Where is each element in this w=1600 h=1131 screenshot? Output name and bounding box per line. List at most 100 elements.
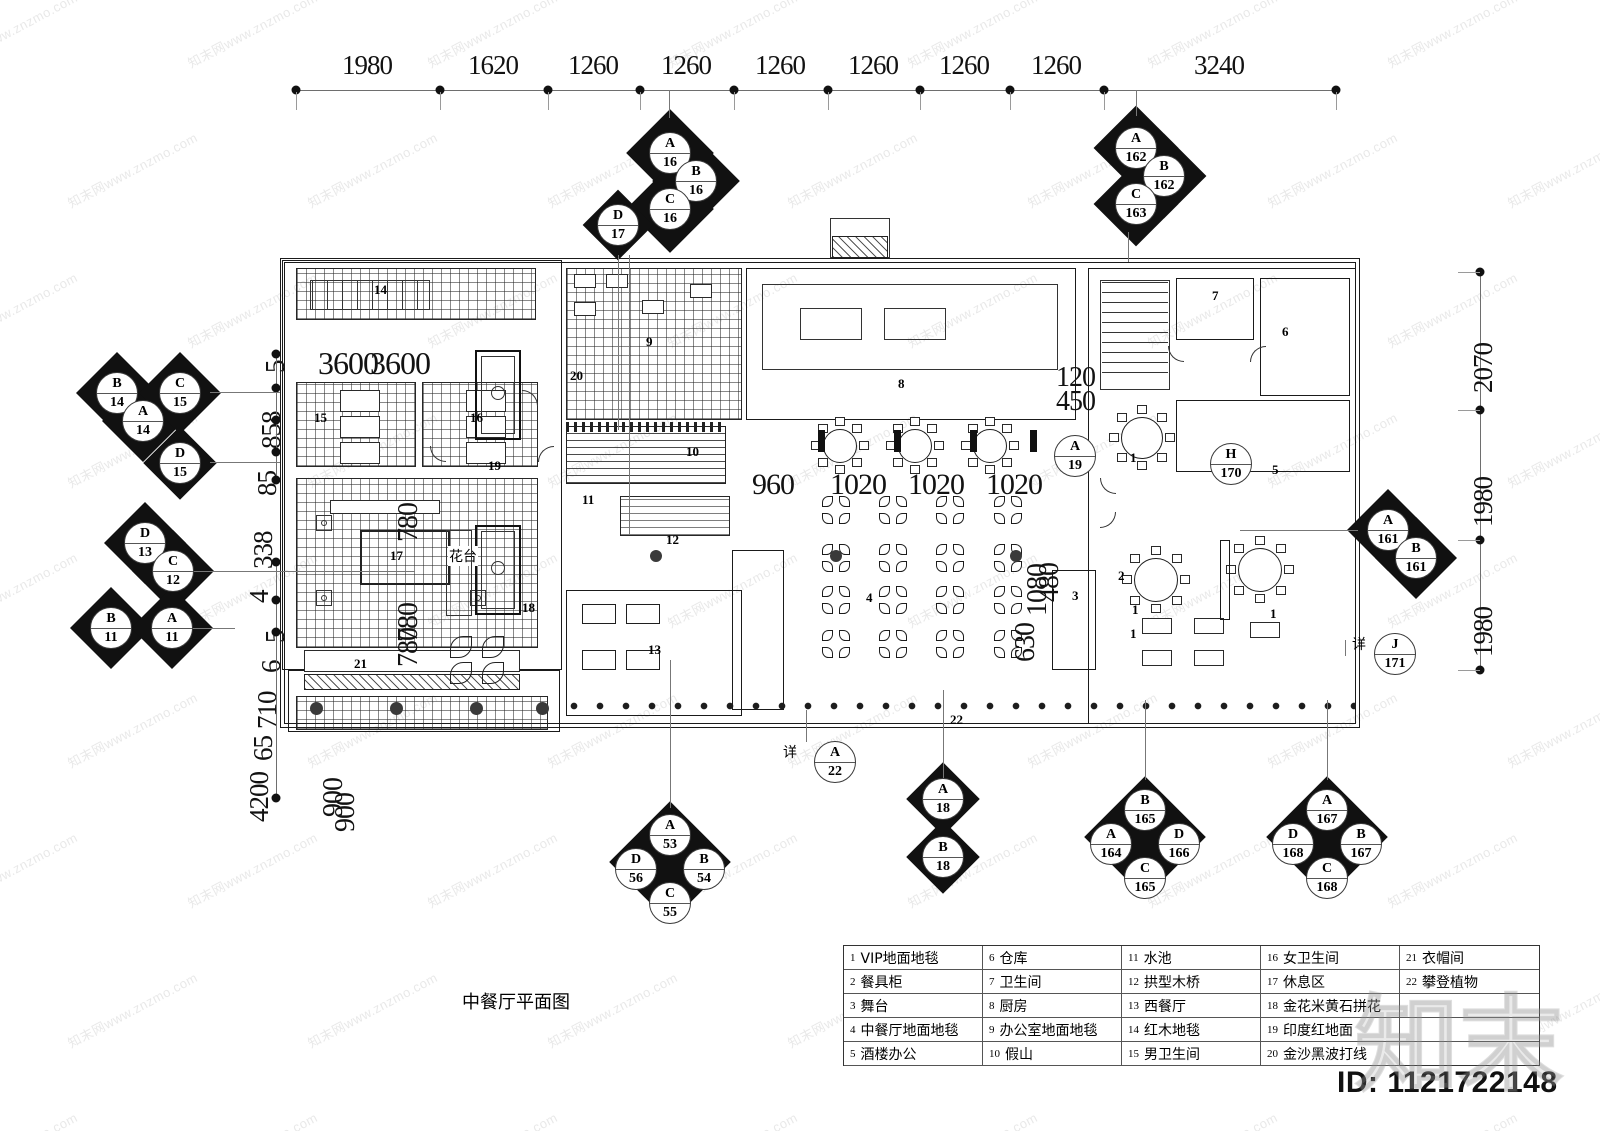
callout-divider: [676, 180, 716, 182]
petal-seat: [936, 513, 947, 524]
watermark-text: 知末网www.znzmo.com: [184, 1107, 321, 1131]
dining-chair: [1009, 441, 1019, 450]
watermark-text: 知末网www.znzmo.com: [1384, 1107, 1521, 1131]
plan-label-22: 22: [950, 712, 963, 727]
plan-label-7: 7: [1212, 288, 1219, 303]
callout-divider: [1159, 843, 1199, 845]
east-stair-tread: [1102, 282, 1168, 283]
petal-seat: [994, 586, 1005, 597]
dining-cluster: [879, 496, 911, 528]
rest-area-bench: [330, 500, 440, 514]
right-dimension-value: 2070: [1468, 343, 1498, 393]
left-dimension-line-upper: [276, 350, 277, 480]
plan-label-9: 9: [646, 334, 653, 349]
dining-chair: [818, 457, 829, 467]
dining-chair: [1255, 536, 1265, 545]
petal-seat: [953, 603, 964, 614]
callout-number: 19: [1068, 457, 1082, 473]
partition-wall: [1220, 540, 1230, 620]
stair-tread: [387, 280, 388, 310]
plan-label-15: 15: [314, 410, 327, 425]
dining-chair: [1156, 452, 1167, 462]
office-furniture: [574, 302, 596, 316]
callout-letter: D: [1173, 826, 1185, 842]
decor-panel-inner: [481, 356, 515, 434]
interior-mid-dim: 1020: [908, 468, 965, 501]
petal-seat: [953, 647, 964, 658]
office-furniture: [642, 300, 664, 314]
structural-column: [894, 430, 901, 452]
legend-index: 5: [850, 1047, 856, 1060]
dining-chair: [859, 441, 869, 450]
stair-tread: [342, 280, 343, 310]
top-dimension-value: 1260: [755, 50, 806, 80]
callout-number: 161: [1377, 531, 1399, 547]
callout-divider: [815, 761, 855, 763]
callout-divider: [650, 208, 690, 210]
watermark-text: 知末网www.znzmo.com: [305, 129, 441, 211]
dimension-tick: [1458, 670, 1480, 671]
petal-seat: [839, 603, 850, 614]
callout-divider: [1396, 557, 1436, 559]
interior-left-vert-dim: 780: [393, 628, 424, 667]
dining-chair: [1001, 457, 1012, 467]
callout-letter: A: [1105, 826, 1117, 842]
interior-mid-dim: 1020: [830, 468, 887, 501]
callout-number: 55: [663, 904, 677, 920]
legend-index: 6: [989, 951, 995, 964]
dining-cluster: [822, 496, 854, 528]
petal-seat: [936, 603, 947, 614]
legend-label: 卫生间: [999, 974, 1042, 991]
dimension-node: [291, 85, 301, 95]
callout-divider: [160, 462, 200, 464]
dining-cluster: [879, 630, 911, 662]
dimension-node: [1475, 405, 1485, 415]
watermark-text: 知末网www.znzmo.com: [424, 1107, 561, 1131]
dining-chair: [1226, 565, 1236, 574]
callout-divider: [125, 542, 165, 544]
dimension-tick: [920, 92, 921, 110]
callout-letter: A: [1130, 130, 1142, 146]
callout-letter: B: [1159, 158, 1169, 174]
decor-panel-medallion: [491, 386, 505, 400]
dining-chair: [1234, 544, 1245, 554]
legend-label: VIP地面地毯: [860, 950, 939, 967]
office-5: [1176, 400, 1350, 472]
left-dimension-value-lower: 65: [248, 736, 278, 761]
watermark-text: 知末网www.znzmo.com: [65, 129, 201, 211]
